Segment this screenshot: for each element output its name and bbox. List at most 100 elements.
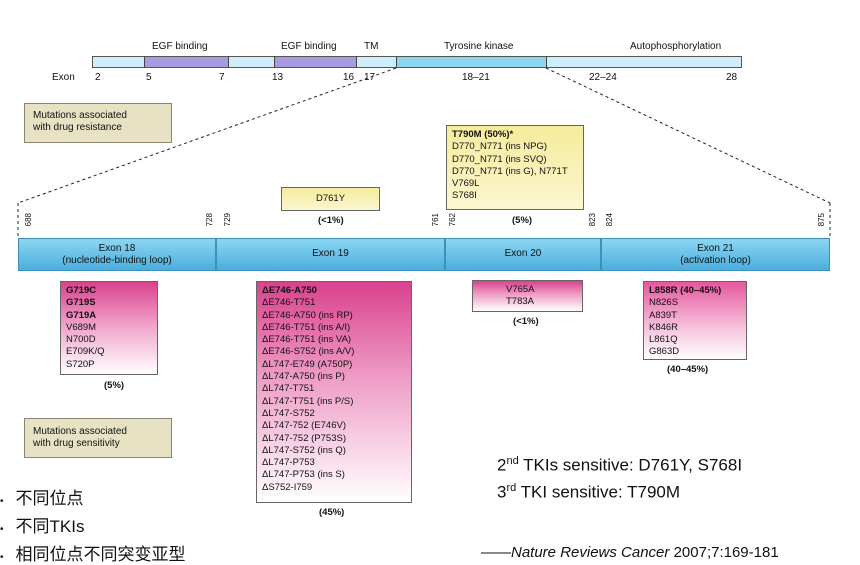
mutation: ΔE746-A750 (ins RP) bbox=[262, 309, 353, 321]
mutation: G863D bbox=[649, 346, 680, 358]
note-2nd-text: TKIs sensitive: D761Y, S768I bbox=[518, 455, 743, 475]
tick bbox=[546, 56, 547, 68]
mutation: ΔS752-I759 bbox=[262, 481, 313, 493]
pct-t790m: (5%) bbox=[512, 215, 533, 226]
mutation: D770_N771 (ins NPG) bbox=[452, 141, 548, 153]
mutation: ΔL747-T751 (ins P/S) bbox=[262, 395, 354, 407]
segment-exon7-13 bbox=[228, 56, 274, 68]
tick bbox=[228, 56, 229, 68]
segment-tyrosine-kinase bbox=[396, 56, 546, 68]
note-2nd-num: 2 bbox=[497, 455, 507, 475]
mutation: G719C bbox=[66, 285, 97, 296]
segment-egf-binding-1 bbox=[144, 56, 228, 68]
exon-21-name: Exon 21 bbox=[697, 243, 734, 254]
exon-18-name: Exon 18 bbox=[98, 243, 136, 254]
mutation: D770_N771 (ins SVQ) bbox=[452, 153, 547, 165]
segment-egf-binding-2 bbox=[274, 56, 356, 68]
exon-label: Exon bbox=[52, 72, 75, 83]
exon-number: 2 bbox=[95, 72, 101, 83]
note-2nd-tki: 2nd TKIs sensitive: D761Y, S768I bbox=[497, 455, 742, 476]
pct-exon18: (5%) bbox=[104, 380, 125, 391]
mutation: L858R (40–45%) bbox=[649, 285, 722, 296]
mutation-title: T790M (50%)* bbox=[452, 129, 514, 140]
segment-autophosphorylation bbox=[546, 56, 742, 68]
mutation: ΔL747-S752 bbox=[262, 407, 315, 419]
exon-number: 13 bbox=[272, 72, 284, 83]
mutation: S768I bbox=[452, 190, 477, 202]
mutation: N700D bbox=[66, 334, 96, 346]
mutation: ΔL747-E749 (A750P) bbox=[262, 358, 353, 370]
mutation: V765A bbox=[506, 284, 535, 295]
pct-exon20: (<1%) bbox=[513, 316, 539, 327]
note-3rd-tki: 3rd TKI sensitive: T790M bbox=[497, 482, 680, 503]
tick bbox=[274, 56, 275, 68]
exon-19-name: Exon 19 bbox=[312, 248, 349, 259]
sensitivity-box-exon18: G719C G719S G719A V689M N700D E709K/Q S7… bbox=[60, 281, 158, 375]
mutation: N826S bbox=[649, 297, 679, 309]
tick bbox=[356, 56, 357, 68]
mutation: ΔE746-T751 (ins VA) bbox=[262, 334, 352, 346]
position-number: 728 bbox=[205, 213, 214, 227]
note-3rd-num: 3 bbox=[497, 482, 507, 502]
mutation: ΔE746-A750 bbox=[262, 285, 317, 296]
exon-21-sub: (activation loop) bbox=[680, 255, 751, 266]
citation-journal: Nature Reviews Cancer bbox=[511, 544, 670, 561]
mutation: G719S bbox=[66, 297, 96, 309]
mutation: ΔL747-752 (P753S) bbox=[262, 432, 346, 444]
mutation: ΔE746-T751 bbox=[262, 297, 316, 309]
pct-exon19: (45%) bbox=[319, 507, 345, 518]
bullet-item: •相同位点不同突变亚型 bbox=[0, 545, 186, 564]
sensitivity-box-exon21: L858R (40–45%) N826S A839T K846R L861Q G… bbox=[643, 281, 747, 360]
mutation: L861Q bbox=[649, 334, 678, 346]
position-number: 823 bbox=[588, 213, 597, 227]
bullet-item: •不同位点 bbox=[0, 489, 84, 508]
exon-number: 18–21 bbox=[462, 72, 490, 83]
exon-19-segment: Exon 19 bbox=[216, 238, 445, 271]
pct-d761y: (<1%) bbox=[318, 215, 344, 226]
mutation: ΔE746-T751 (ins A/I) bbox=[262, 321, 351, 333]
citation-dash: —— bbox=[481, 544, 511, 561]
tick bbox=[144, 56, 145, 68]
mutation: A839T bbox=[649, 309, 677, 321]
mutation: ΔE746-S752 (ins A/V) bbox=[262, 346, 355, 358]
sensitivity-box-exon19: ΔE746-A750 ΔE746-T751 ΔE746-A750 (ins RP… bbox=[256, 281, 412, 503]
position-number: 761 bbox=[431, 213, 440, 227]
legend-drug-resistance: Mutations associated with drug resistanc… bbox=[24, 103, 172, 143]
exon-number: 16 bbox=[343, 72, 355, 83]
domain-label-tm: TM bbox=[364, 41, 379, 52]
tick bbox=[396, 56, 397, 68]
position-number: 729 bbox=[223, 213, 232, 227]
position-number: 875 bbox=[817, 213, 826, 227]
exon-number: 28 bbox=[726, 72, 738, 83]
mutation: D761Y bbox=[316, 193, 346, 204]
mutation: ΔL747-P753 bbox=[262, 457, 315, 469]
note-3rd-text: TKI sensitive: T790M bbox=[516, 482, 681, 502]
position-number: 688 bbox=[24, 213, 33, 227]
mutation: G719A bbox=[66, 309, 97, 321]
mutation: ΔL747-S752 (ins Q) bbox=[262, 444, 346, 456]
resistance-box-t790m: T790M (50%)* D770_N771 (ins NPG) D770_N7… bbox=[446, 125, 584, 210]
mutation: ΔL747-T751 bbox=[262, 383, 315, 395]
exon-18-segment: Exon 18 (nucleotide-binding loop) bbox=[18, 238, 216, 271]
mutation: K846R bbox=[649, 321, 679, 333]
exon-number: 17 bbox=[364, 72, 376, 83]
position-number: 824 bbox=[605, 213, 614, 227]
mutation: E709K/Q bbox=[66, 346, 105, 358]
legend-drug-sensitivity: Mutations associated with drug sensitivi… bbox=[24, 418, 172, 458]
mutation: ΔL747-752 (E746V) bbox=[262, 420, 346, 432]
citation-ref: 2007;7:169-181 bbox=[669, 544, 779, 561]
segment-tm bbox=[356, 56, 396, 68]
mutation: V689M bbox=[66, 321, 97, 333]
note-3rd-sup: rd bbox=[506, 482, 517, 494]
mutation: ΔL747-P753 (ins S) bbox=[262, 469, 345, 481]
mutation: S720P bbox=[66, 358, 95, 370]
domain-label-auto: Autophosphorylation bbox=[630, 41, 722, 52]
exon-20-name: Exon 20 bbox=[504, 248, 542, 259]
mutation: V769L bbox=[452, 178, 480, 190]
exon-20-segment: Exon 20 bbox=[445, 238, 601, 271]
mutation: D770_N771 (ins G), N771T bbox=[452, 165, 568, 177]
pct-exon21: (40–45%) bbox=[667, 364, 709, 375]
sensitivity-box-exon20: V765A T783A bbox=[472, 280, 583, 312]
exon-21-segment: Exon 21 (activation loop) bbox=[601, 238, 830, 271]
exon-number: 5 bbox=[146, 72, 152, 83]
